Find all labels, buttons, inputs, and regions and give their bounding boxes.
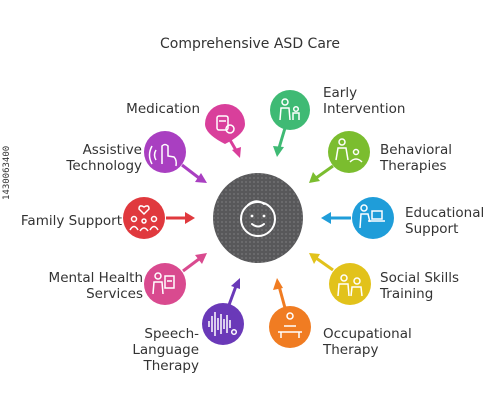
label-assistive-technology: Assistive Technology	[66, 142, 142, 174]
family-heart-icon	[129, 205, 159, 232]
label-educational-support: Educational Support	[405, 205, 485, 237]
center-node	[213, 173, 303, 263]
side-stamp: 1430063400	[2, 145, 12, 200]
label-social-skills-training: Social Skills Training	[380, 270, 459, 302]
label-mental-health-services: Mental Health Services	[48, 270, 143, 302]
student-desk-icon	[359, 204, 385, 229]
two-people-icon	[337, 274, 363, 297]
sound-wave-icon	[208, 312, 238, 336]
label-medication: Medication	[126, 101, 200, 117]
label-behavioral-therapies: Behavioral Therapies	[380, 142, 452, 174]
therapist-client-icon	[335, 138, 363, 163]
node-mental-health-services	[144, 253, 207, 305]
label-early-intervention: Early Intervention	[323, 85, 406, 117]
node-medication	[205, 104, 245, 158]
parent-child-icon	[279, 98, 300, 121]
node-educational-support	[321, 197, 394, 239]
node-social-skills-training	[309, 253, 371, 305]
node-early-intervention	[270, 90, 310, 157]
label-occupational-therapy: Occupational Therapy	[323, 326, 412, 358]
massage-table-icon	[278, 312, 302, 338]
node-behavioral-therapies	[309, 131, 370, 183]
pill-bottle-icon	[216, 115, 235, 134]
child-face-icon	[240, 200, 276, 237]
node-speech-language-therapy	[202, 278, 244, 345]
hand-touch-icon	[148, 143, 177, 167]
node-family-support	[123, 197, 195, 239]
label-speech-language-therapy: Speech- Language Therapy	[132, 326, 199, 374]
node-assistive-technology	[144, 131, 207, 183]
counselor-icon	[152, 272, 175, 295]
label-family-support: Family Support	[20, 213, 122, 229]
node-occupational-therapy	[269, 278, 311, 348]
diagram-title: Comprehensive ASD Care	[160, 36, 340, 52]
